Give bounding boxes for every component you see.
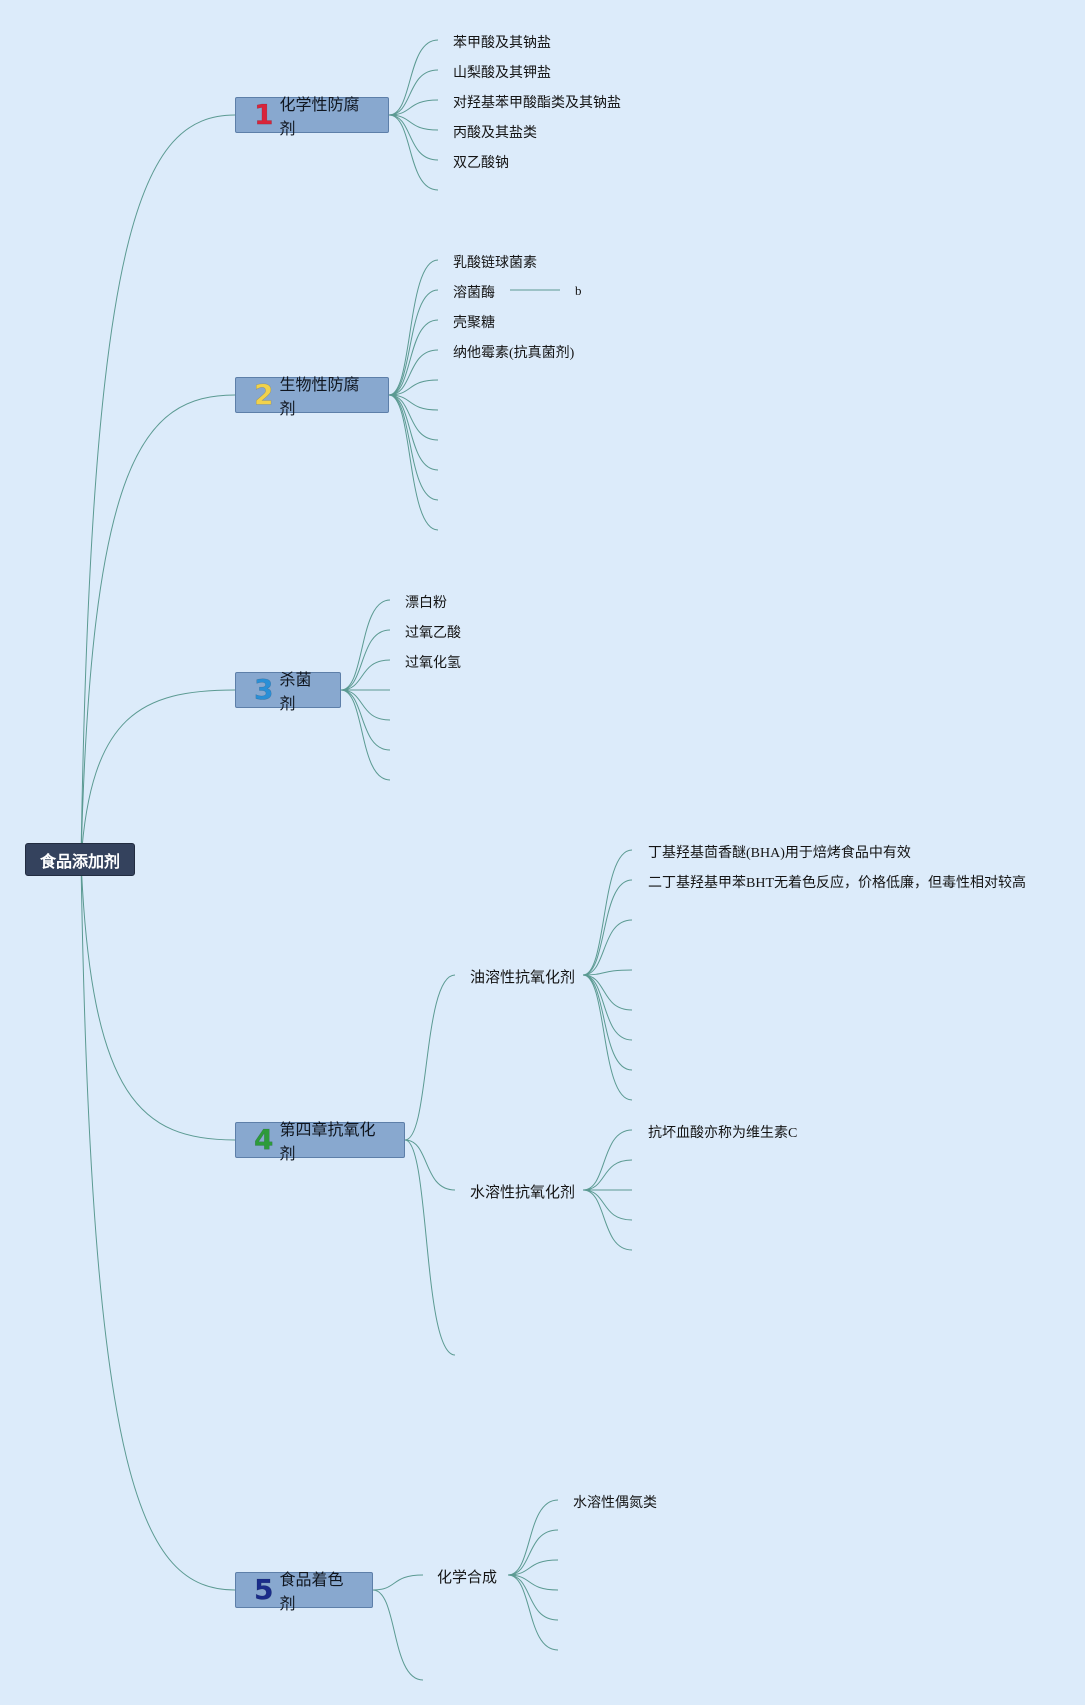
link-3-3 [340, 659, 391, 691]
leaf-3-1[interactable]: 漂白粉 [405, 596, 447, 611]
link-3-5 [340, 689, 391, 721]
link-5-1-6 [507, 1574, 559, 1651]
link-3-6 [340, 689, 391, 751]
link-2-6 [388, 394, 439, 411]
link-2-1 [388, 259, 439, 396]
link-5-chem [372, 1574, 424, 1591]
link-5-1-4 [507, 1574, 559, 1591]
link-2-3 [388, 319, 439, 396]
topic-1-node[interactable]: 1 化学性防腐剂 [235, 97, 389, 138]
link-1-3 [388, 99, 439, 116]
link-1-5 [388, 114, 439, 161]
root-label: 食品添加剂 [39, 853, 120, 871]
leaf-2-1[interactable]: 乳酸链球菌素 [453, 256, 537, 271]
leaf-4-1-1[interactable]: 丁基羟基茴香醚(BHA)用于焙烤食品中有效 [648, 846, 911, 861]
link-4-1-1 [582, 849, 633, 976]
topic-1-number: 1 [254, 98, 274, 131]
leaf-5-1-1[interactable]: 水溶性偶氮类 [573, 1496, 657, 1511]
link-2-2 [388, 289, 439, 396]
leaf-1-1[interactable]: 苯甲酸及其钠盐 [453, 36, 551, 51]
leaf-4-1-2[interactable]: 二丁基羟基甲苯BHT无着色反应，价格低廉，但毒性相对较高 [648, 876, 1026, 891]
link-4-1-2 [582, 879, 633, 976]
link-4-1-5 [582, 974, 633, 1011]
link-4-2-5 [582, 1189, 633, 1251]
root-link-1 [80, 114, 236, 861]
leaf-1-4[interactable]: 丙酸及其盐类 [453, 126, 537, 141]
sub-chemical-synthesis[interactable]: 化学合成 [437, 1570, 498, 1586]
link-1-2 [388, 69, 439, 116]
topic-2-label: 生物性防腐剂 [279, 377, 360, 418]
leaf-1-2[interactable]: 山梨酸及其钾盐 [453, 66, 551, 81]
link-4-2-1 [582, 1129, 633, 1191]
topic-4-label: 第四章抗氧化剂 [279, 1122, 376, 1163]
link-4-2-4 [582, 1189, 633, 1221]
link-4-water [404, 1139, 456, 1191]
topic-3-number: 3 [254, 673, 274, 706]
link-4-1-3 [582, 919, 633, 976]
link-4-3 [404, 1139, 456, 1356]
sub-water-soluble[interactable]: 水溶性抗氧化剂 [470, 1185, 576, 1201]
link-5-1-5 [507, 1574, 559, 1621]
topic-5-number: 5 [254, 1573, 274, 1606]
root-link-4 [80, 859, 236, 1141]
topic-5-node[interactable]: 5 食品着色剂 [235, 1572, 373, 1613]
topic-1-label: 化学性防腐剂 [279, 97, 360, 138]
link-4-oil [404, 974, 456, 1141]
link-3-7 [340, 689, 391, 781]
link-5-1-3 [507, 1559, 559, 1576]
link-1-1 [388, 39, 439, 116]
link-5-1-2 [507, 1529, 559, 1576]
root-link-2 [80, 394, 236, 861]
topic-2-number: 2 [254, 378, 274, 411]
topic-4-node[interactable]: 4 第四章抗氧化剂 [235, 1122, 405, 1163]
link-3-2 [340, 629, 391, 691]
topic-5-label: 食品着色剂 [279, 1572, 344, 1613]
leaf-3-2[interactable]: 过氧乙酸 [405, 626, 461, 641]
sub-oil-soluble[interactable]: 油溶性抗氧化剂 [470, 970, 576, 986]
link-5-1-1 [507, 1499, 559, 1576]
root-node[interactable]: 食品添加剂 [25, 843, 135, 876]
topic-3-node[interactable]: 3 杀菌剂 [235, 672, 341, 713]
leaf-3-3[interactable]: 过氧化氢 [405, 656, 461, 671]
leaf-2-4[interactable]: 纳他霉素(抗真菌剂) [453, 346, 575, 361]
leaf-1-3[interactable]: 对羟基苯甲酸酯类及其钠盐 [453, 96, 621, 111]
topic-2-node[interactable]: 2 生物性防腐剂 [235, 377, 389, 418]
link-2-10 [388, 394, 439, 531]
leaf-2-3[interactable]: 壳聚糖 [453, 316, 495, 331]
link-3-1 [340, 599, 391, 691]
link-2-7 [388, 394, 439, 441]
leaf-2-2-child[interactable]: b [575, 283, 582, 298]
link-4-1-6 [582, 974, 633, 1041]
leaf-1-5[interactable]: 双乙酸钠 [453, 156, 509, 171]
leaf-4-2-1[interactable]: 抗坏血酸亦称为维生素C [648, 1126, 798, 1141]
link-4-1-7 [582, 974, 633, 1071]
link-5-2 [372, 1589, 424, 1681]
topic-3-label: 杀菌剂 [279, 672, 312, 713]
link-2-5 [388, 379, 439, 396]
root-link-3 [80, 689, 236, 861]
root-link-5 [80, 859, 236, 1591]
link-2-9 [388, 394, 439, 501]
link-1-4 [388, 114, 439, 131]
link-4-2-2 [582, 1159, 633, 1191]
topic-4-number: 4 [254, 1123, 274, 1156]
link-2-4 [388, 349, 439, 396]
link-4-1-8 [582, 974, 633, 1101]
link-1-6 [388, 114, 439, 191]
link-4-1-4 [582, 969, 633, 976]
leaf-2-2[interactable]: 溶菌酶 [453, 286, 495, 301]
